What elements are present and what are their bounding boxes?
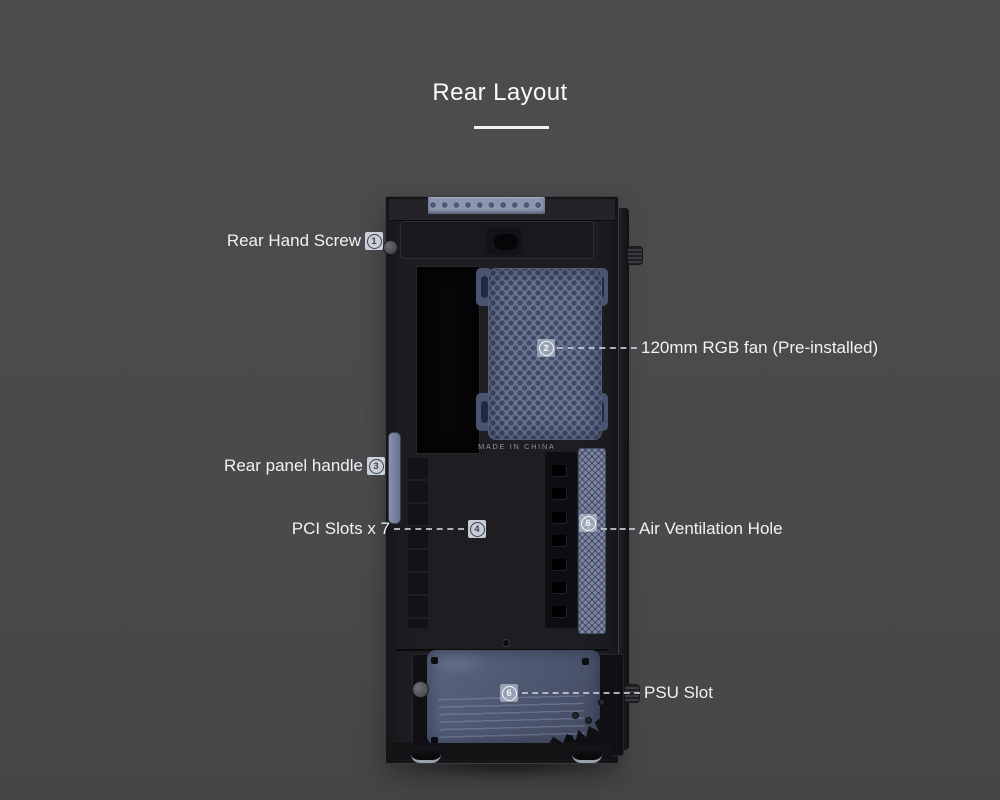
number-badge-fan: 2 [537, 339, 555, 357]
callout-air-vent: Air Ventilation Hole [601, 519, 783, 538]
psu-cover-plate [427, 650, 600, 745]
badge-digit: 6 [580, 515, 596, 531]
side-panel-rim [616, 208, 629, 750]
fan-mount-slot [480, 276, 488, 298]
pci-screw-rail [408, 456, 428, 628]
callout-rgb-fan: 120mm RGB fan (Pre-installed) [557, 338, 879, 357]
callout-label: PCI Slots x 7 [291, 519, 390, 538]
pci-latch-bar [545, 452, 577, 628]
callout-label: PSU Slot [644, 683, 713, 702]
fan-mount-slot [480, 401, 488, 423]
small-screw [598, 699, 605, 706]
leader-line [557, 347, 637, 349]
rgb-fan-grill [488, 268, 602, 440]
pci-slot-cover [428, 197, 545, 214]
leader-line [394, 528, 464, 530]
badge-digit: 6 [501, 685, 517, 701]
leader-line [522, 692, 640, 694]
psu-screw-hole [431, 657, 438, 664]
callout-psu-slot: PSU Slot [522, 683, 713, 702]
number-badge: 3 [367, 457, 385, 475]
made-in-text: MADE IN CHINA [478, 442, 556, 451]
callout-label: Air Ventilation Hole [639, 519, 783, 538]
latch-cutout [552, 512, 566, 523]
rear-latch-knob [494, 234, 518, 250]
rear-panel-handle [388, 432, 401, 524]
number-badge: 4 [468, 520, 486, 538]
pc-case-rear: MADE IN CHINA [385, 196, 624, 764]
badge-digit: 4 [469, 521, 485, 537]
io-shield-opening [416, 266, 480, 454]
callout-label: 120mm RGB fan (Pre-installed) [641, 338, 879, 357]
psu-screw-hole [431, 737, 438, 744]
latch-cutout [552, 488, 566, 499]
panel-screw [502, 639, 510, 647]
psu-side-knob [412, 681, 429, 698]
latch-cutout [552, 535, 566, 546]
small-screw [585, 717, 592, 724]
number-badge-air-vent: 6 [579, 514, 597, 532]
page-title: Rear Layout [432, 79, 568, 106]
callout-label: Rear panel handle [224, 456, 363, 475]
latch-cutout [552, 582, 566, 593]
title-underline [474, 126, 549, 129]
badge-digit: 3 [368, 458, 384, 474]
small-screw [572, 712, 579, 719]
badge-digit: 1 [366, 233, 382, 249]
callout-label: Rear Hand Screw [226, 231, 361, 250]
callout-rear-panel-handle: Rear panel handle 3 [224, 456, 385, 475]
case-foot [572, 747, 602, 763]
side-panel-thumbscrew [627, 246, 643, 265]
air-ventilation-strip [578, 448, 606, 634]
leader-line [601, 528, 635, 530]
psu-screw-hole [582, 658, 589, 665]
case-bottom-rim [392, 743, 612, 759]
callout-rear-hand-screw: Rear Hand Screw 1 [226, 231, 383, 250]
callout-pci-slots: PCI Slots x 7 4 [291, 519, 486, 538]
latch-cutout [552, 606, 566, 617]
psu-screw-hole [566, 735, 573, 742]
rear-hand-screw [383, 240, 398, 255]
case-foot [411, 747, 441, 763]
latch-cutout [552, 559, 566, 570]
number-badge: 1 [365, 232, 383, 250]
latch-cutout [552, 465, 566, 476]
badge-digit: 2 [538, 340, 554, 356]
number-badge-psu: 6 [500, 684, 518, 702]
